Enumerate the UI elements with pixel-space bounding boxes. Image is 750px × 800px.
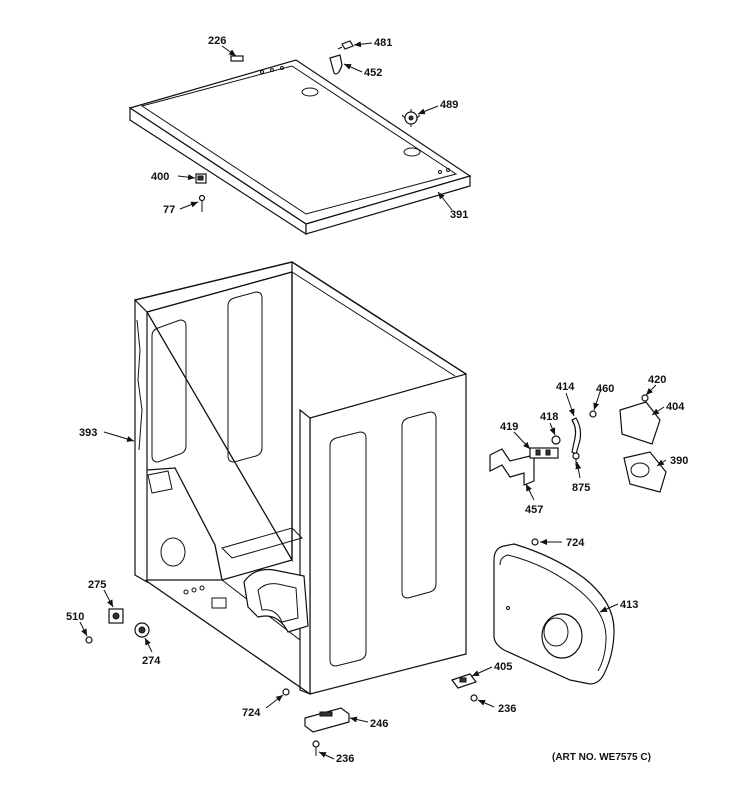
callout-405: 405: [494, 661, 512, 673]
callout-labels: 226 481 452 489 400 77 391 393 414 460 4…: [66, 35, 688, 765]
callout-414: 414: [556, 381, 575, 393]
callout-246: 246: [370, 718, 388, 730]
art-number: (ART NO. WE7575 C): [552, 752, 651, 763]
part-420-screw: [641, 394, 649, 402]
part-236-screw-b: [312, 740, 320, 756]
callout-77: 77: [163, 204, 175, 216]
callout-393: 393: [79, 427, 97, 439]
part-724-screw-b: [282, 688, 290, 696]
part-400-bracket: [195, 173, 207, 184]
callout-391: 391: [450, 209, 468, 221]
part-489-knob: [401, 109, 421, 127]
callout-452: 452: [364, 67, 382, 79]
callout-400: 400: [151, 171, 169, 183]
callout-481: 481: [374, 37, 392, 49]
callout-420: 420: [648, 374, 666, 386]
callout-418: 418: [540, 411, 558, 423]
callout-226: 226: [208, 35, 226, 47]
callout-724-lower: 724: [242, 707, 261, 719]
part-457-bracket: [489, 448, 535, 486]
part-481-screw: [337, 40, 354, 50]
callout-457: 457: [525, 504, 543, 516]
callout-419: 419: [500, 421, 518, 433]
part-226-clip: [230, 55, 244, 62]
callout-390: 390: [670, 455, 688, 467]
part-875-screw: [572, 452, 580, 466]
cabinet: [134, 261, 467, 695]
part-275-switch: [108, 608, 124, 624]
callout-236-right: 236: [498, 703, 516, 715]
part-724-screw-a: [531, 538, 539, 546]
callout-236-bottom: 236: [336, 753, 354, 765]
part-418-nut: [551, 435, 561, 445]
callout-404: 404: [666, 401, 685, 413]
part-413-front-panel: [493, 543, 615, 685]
top-panel: [128, 59, 472, 236]
part-236-screw-a: [470, 694, 478, 702]
part-404-cover: [619, 401, 661, 445]
part-246-hinge: [304, 707, 350, 733]
callout-510: 510: [66, 611, 84, 623]
part-390-gasket: [623, 451, 667, 493]
part-510-screw: [85, 636, 93, 644]
leader-lines: [79, 41, 667, 760]
part-77-screw: [198, 194, 206, 212]
callout-460: 460: [596, 383, 614, 395]
callout-274: 274: [142, 655, 161, 667]
callout-875: 875: [572, 482, 590, 494]
part-460-screw: [589, 410, 597, 418]
part-452-latch: [329, 54, 343, 75]
callout-489: 489: [440, 99, 458, 111]
part-419-switch: [529, 447, 559, 459]
callout-724-upper: 724: [566, 537, 585, 549]
part-414-strap: [571, 417, 582, 455]
callout-275: 275: [88, 579, 106, 591]
part-274-clip: [134, 622, 150, 638]
callout-413: 413: [620, 599, 638, 611]
part-405-hinge: [451, 673, 477, 689]
